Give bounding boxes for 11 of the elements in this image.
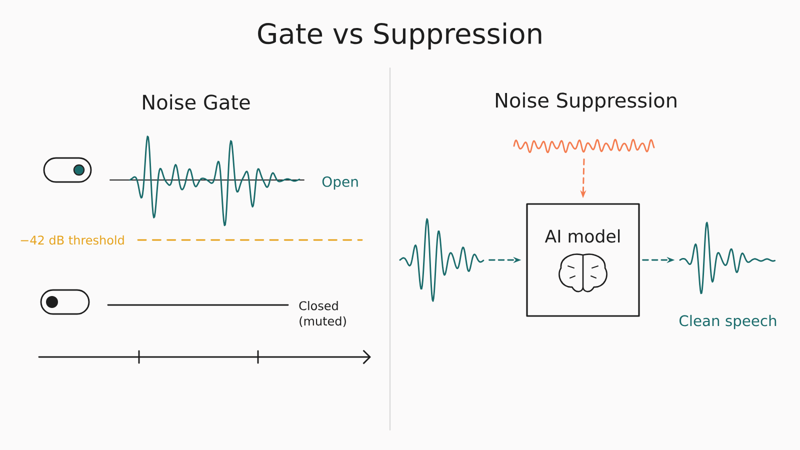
noise-waveform bbox=[513, 138, 655, 154]
state-label: Open bbox=[322, 176, 358, 190]
panel-heading: Noise Suppression bbox=[496, 92, 676, 112]
waveform bbox=[679, 222, 776, 294]
state-label: Closed (muted) bbox=[299, 301, 346, 328]
waveform bbox=[399, 218, 484, 302]
panel-heading: Noise Gate bbox=[143, 94, 250, 110]
model-box: AI model bbox=[526, 203, 640, 317]
title: Gate vs Suppression bbox=[258, 22, 542, 50]
threshold-label: −42 dB threshold bbox=[20, 235, 124, 245]
node-label: Clean speech bbox=[680, 314, 776, 330]
